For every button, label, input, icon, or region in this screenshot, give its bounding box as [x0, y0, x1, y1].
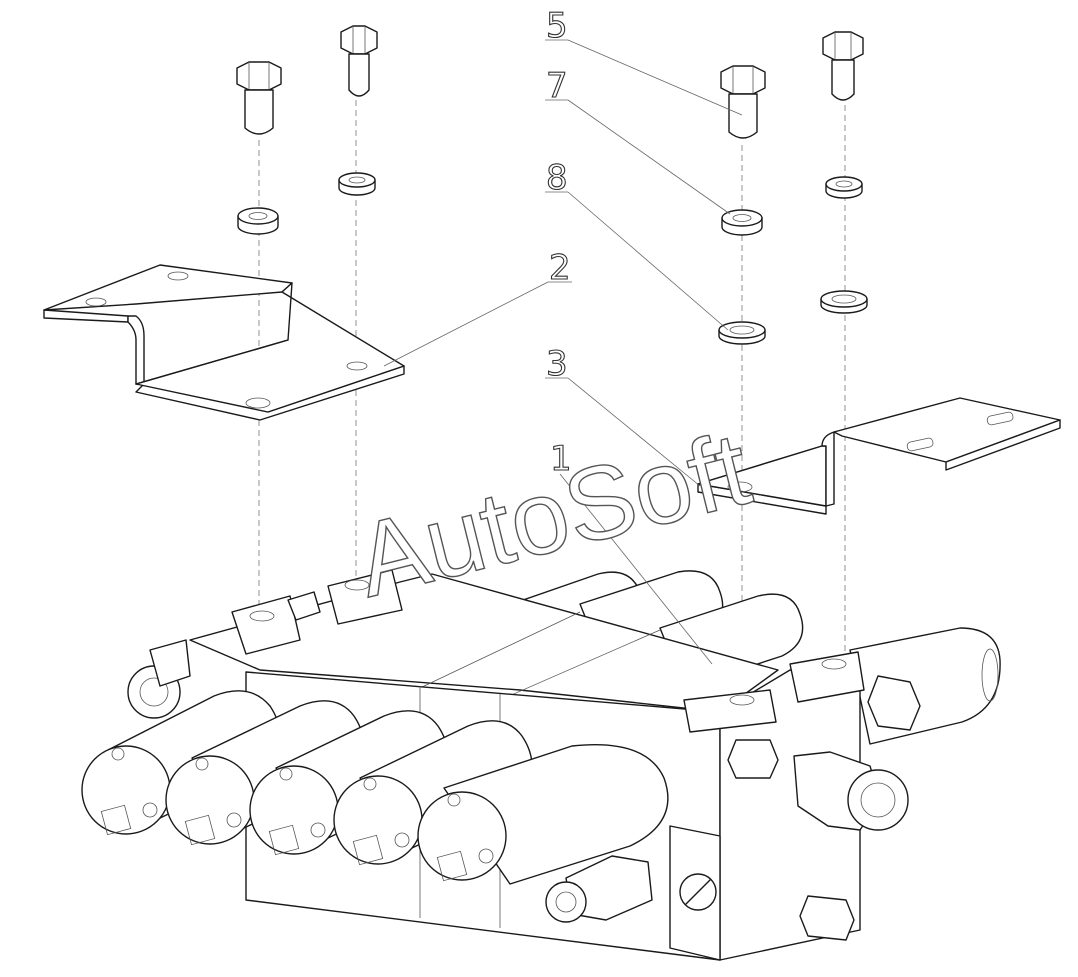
bolt-2 [340, 25, 378, 97]
spring-washer-3 [721, 209, 763, 236]
front-solenoids [81, 690, 669, 885]
callout-3: 3 [546, 344, 568, 384]
leader-lines [383, 39, 743, 665]
callout-2: 2 [549, 248, 571, 288]
spring-washer-1 [237, 207, 279, 235]
bolt-3 [720, 65, 766, 139]
bolt-1 [236, 61, 282, 135]
bracket-left [43, 264, 405, 421]
callouts: 5 7 8 2 3 1 [545, 5, 572, 479]
bolt-4 [822, 31, 864, 101]
callout-1: 1 [550, 439, 572, 479]
flat-washer-1 [718, 321, 766, 345]
flat-washer-2 [820, 290, 868, 314]
valve-block [81, 569, 1001, 961]
bracket-right [697, 397, 1061, 515]
callout-8: 8 [546, 158, 568, 198]
spring-washer-2 [338, 172, 376, 196]
spring-washer-4 [825, 176, 863, 199]
callout-7: 7 [546, 66, 568, 106]
callout-5: 5 [546, 6, 568, 46]
